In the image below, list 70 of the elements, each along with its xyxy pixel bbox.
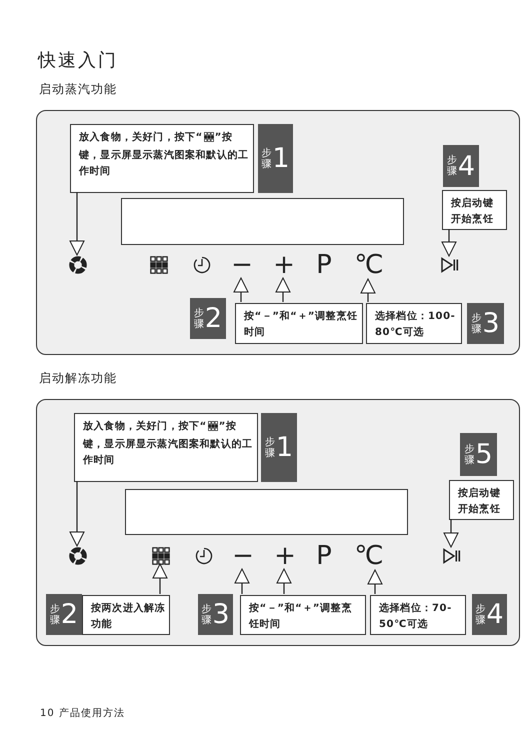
step-label: 步骤 [464,444,474,466]
callout-box [442,190,507,230]
display-screen [125,489,408,535]
callout-arrow [234,278,248,302]
callout-arrow [276,568,292,594]
step-label: 步骤 [471,312,482,334]
step-number: 2 [60,601,78,628]
step-label: 步骤 [50,604,60,626]
step-number: 4 [458,152,476,180]
instruction-text: 按启动键开始烹饪 [458,486,502,517]
step-number: 5 [475,441,493,468]
step-badge [198,594,233,635]
instruction-text: 按启动键开始烹饪 [451,196,494,227]
callout-arrow [276,278,290,302]
step-label: 步骤 [261,148,272,170]
step-number: 2 [204,305,222,332]
step-badge [467,303,504,344]
instruction-text: 放入食物，关好门，按下“ ”按键，显示屏显示蒸汽图案和默认的工作时间 [83,419,254,468]
display-screen [121,198,404,245]
step-badge [261,413,297,482]
step-label: 步骤 [264,436,275,458]
button-symbol: + [273,252,295,278]
instruction-text: 选择档位：100-80℃可选 [375,310,456,340]
button-symbol: ℃ [354,252,384,278]
callout-box [82,595,170,635]
button-symbol: P [316,252,332,278]
step-badge [472,594,507,635]
instruction-text: 按“－”和“＋”调整烹饪时间 [249,601,353,632]
step-badge [443,145,479,187]
instruction-text: 放入食物，关好门，按下“ ”按键，显示屏显示蒸汽图案和默认的工作时间 [79,130,250,179]
callout-arrow [152,564,168,594]
callout-box [240,595,366,635]
step-number: 3 [482,310,500,337]
page-title: 快速入门 [38,49,118,72]
callout-arrow [444,519,458,548]
step-badge [190,298,226,339]
callout-arrow [70,192,84,256]
button-symbol: + [274,543,296,569]
callout-arrow [442,229,456,256]
callout-arrow [234,568,250,594]
section-heading: 启动解冻功能 [39,370,117,387]
step-label: 步骤 [475,604,486,626]
step-number: 4 [486,601,504,628]
step-label: 步骤 [446,155,457,177]
callout-box [235,303,363,344]
callout-arrow [360,278,376,302]
button-symbol: − [232,543,254,569]
step-number: 1 [276,434,294,461]
page-footer: 10 产品使用方法 [40,706,125,720]
step-badge [460,433,497,476]
callout-box [70,124,254,193]
step-label: 步骤 [201,604,212,626]
step-badge [258,124,293,193]
step-label: 步骤 [194,308,204,330]
callout-box [366,303,462,344]
instruction-text: 按“－”和“＋”调整烹饪时间 [244,309,358,340]
callout-box [370,595,466,635]
instruction-text: 选择档位：70-50℃可选 [379,602,453,632]
instruction-text: 按两次进入解冻功能 [91,602,166,632]
step-number: 1 [272,145,290,172]
button-symbol: P [316,543,332,569]
callout-arrow [70,481,84,546]
button-symbol: ℃ [354,543,384,569]
section-heading: 启动蒸汽功能 [39,81,117,98]
step-number: 3 [212,601,230,628]
callout-box [74,413,258,482]
button-symbol: − [231,252,253,278]
callout-box [449,480,514,520]
callout-arrow [368,570,382,594]
step-badge [46,594,82,635]
